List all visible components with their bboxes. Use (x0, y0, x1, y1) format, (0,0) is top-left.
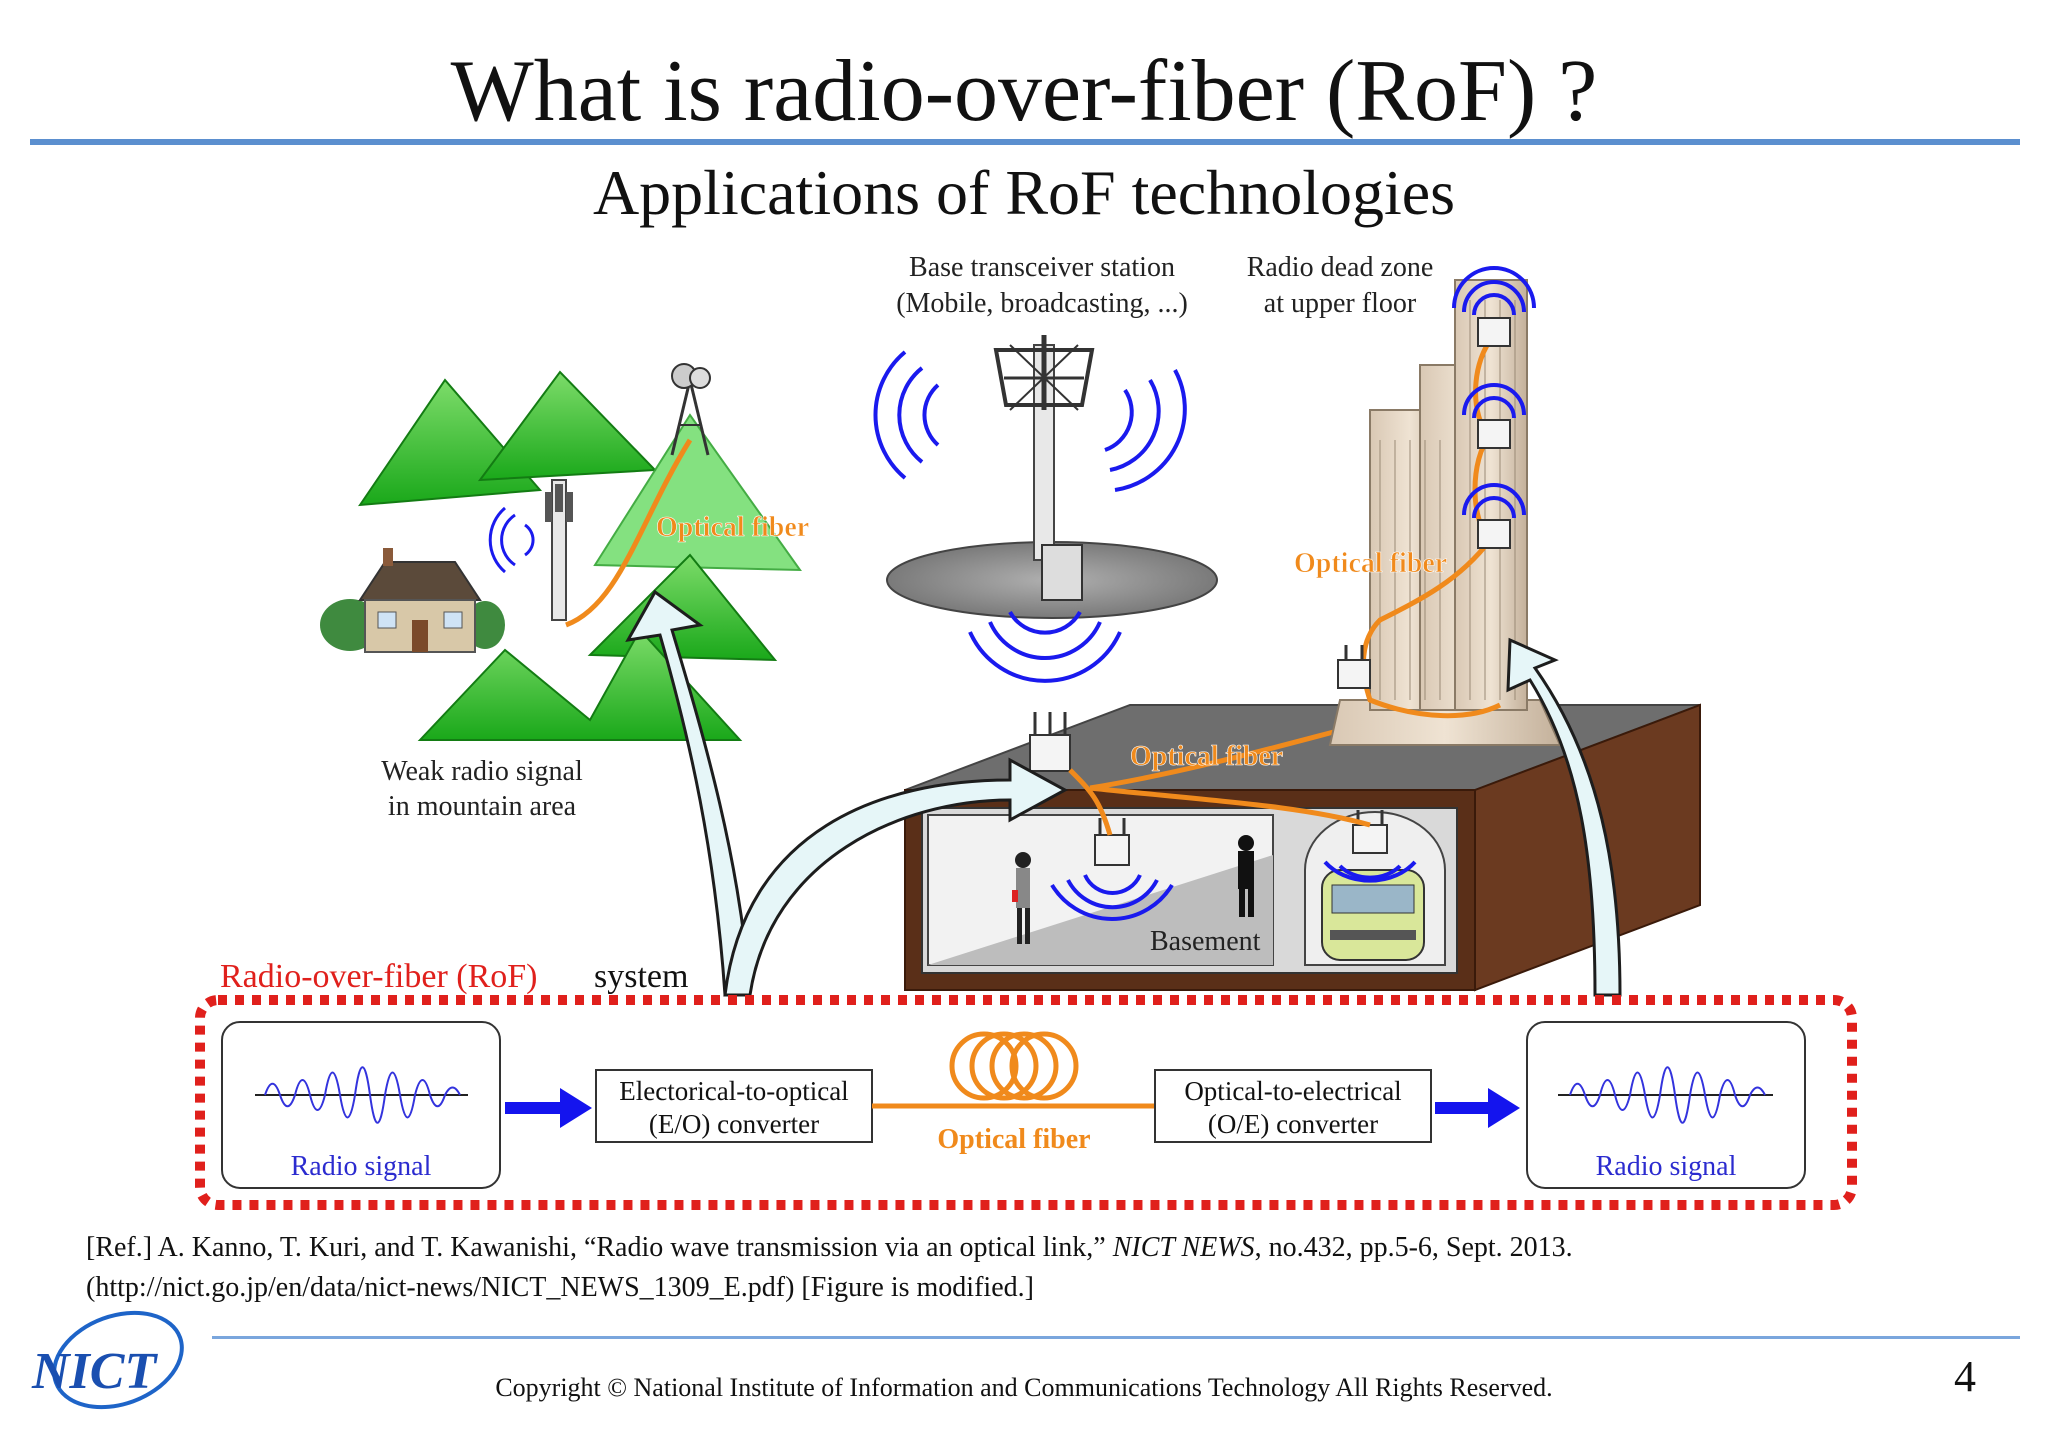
oe-converter-box (1154, 1069, 1432, 1143)
slide-subtitle: Applications of RoF technologies (592, 157, 1456, 228)
mountain-label-line1: Weak radio signal (381, 756, 583, 787)
signal-waves-icon (1452, 266, 1536, 519)
mountain-icon (477, 370, 658, 482)
rof-system: Radio-over-fiber (RoF) system Radio sign… (195, 958, 1857, 1210)
radio-signal-box-left (221, 1021, 501, 1189)
house-icon (320, 548, 505, 653)
fiber-coil-icon (949, 1031, 1079, 1101)
footer-divider (212, 1336, 2020, 1339)
title-divider (30, 139, 2020, 145)
base-transceiver-station: Base transceiver station (Mobile, broadc… (873, 252, 1218, 683)
mountain-label-line2: in mountain area (388, 791, 577, 822)
signal-waves-icon (873, 350, 1187, 683)
antenna-icon (1029, 712, 1071, 772)
bts-label-line2: (Mobile, broadcasting, ...) (896, 288, 1188, 319)
eo-label-line2: (E/O) converter (649, 1109, 819, 1139)
reference-url: (http://nict.go.jp/en/data/nict-news/NIC… (86, 1272, 1034, 1303)
optical-fiber-label-center: Optical fiber (937, 1124, 1090, 1155)
reference-prefix: [Ref.] A. Kanno, T. Kuri, and T. Kawanis… (86, 1232, 1113, 1263)
optical-fiber-label-mountain: Optical fiber (656, 512, 809, 543)
cell-tower-icon (545, 479, 573, 621)
waveform-icon (1558, 1066, 1773, 1124)
logo-text: NICT (31, 1343, 158, 1400)
reference-suffix: , no.432, pp.5-6, Sept. 2013. (1254, 1232, 1573, 1263)
bts-label-line1: Base transceiver station (909, 252, 1175, 283)
antenna-icon (1094, 818, 1130, 866)
dead-zone-label-line2: at upper floor (1264, 288, 1417, 319)
antenna-icon (1337, 317, 1511, 689)
optical-fiber-line (565, 438, 693, 628)
page-number: 4 (1954, 1352, 1976, 1401)
system-label-black: system (594, 958, 688, 995)
person-icon (1012, 852, 1031, 944)
copyright-notice: Copyright © National Institute of Inform… (495, 1373, 1553, 1402)
cell-tower-icon (993, 335, 1095, 601)
arrow-to-mountain (625, 589, 752, 997)
optical-fiber-label-ground: Optical fiber (1130, 741, 1283, 772)
radio-signal-box-right (1526, 1021, 1806, 1189)
arrow-to-building (1506, 637, 1622, 997)
dead-zone-label-line1: Radio dead zone (1247, 252, 1434, 283)
oe-label-line2: (O/E) converter (1208, 1109, 1378, 1139)
mountain-area: Optical fiber Weak radio signal in mount… (320, 363, 810, 822)
train-icon (1304, 811, 1446, 966)
arrow-to-basement (723, 757, 1069, 997)
blue-arrow-icon (1435, 1088, 1520, 1128)
signal-waves-icon (488, 506, 535, 574)
radio-signal-label-left: Radio signal (291, 1151, 432, 1182)
system-label-red: Radio-over-fiber (RoF) (220, 958, 538, 995)
antenna-icon (1352, 810, 1388, 854)
radio-signal-label-right: Radio signal (1596, 1151, 1737, 1182)
person-icon (1238, 835, 1254, 917)
blue-arrow-icon (505, 1088, 592, 1128)
ground-block: Basement (904, 703, 1701, 992)
mountain-icon (593, 413, 802, 572)
distribution-arrows (625, 589, 1622, 997)
reference-journal: NICT NEWS (1112, 1232, 1255, 1263)
basement-label: Basement (1150, 926, 1261, 957)
slide-title: What is radio-over-fiber (RoF) ? (450, 43, 1598, 140)
eo-label-line1: Electorical-to-optical (619, 1076, 848, 1106)
reference-text: [Ref.] A. Kanno, T. Kuri, and T. Kawanis… (86, 1228, 1986, 1308)
waveform-icon (255, 1066, 468, 1124)
oe-label-line1: Optical-to-electrical (1184, 1076, 1401, 1106)
cell-tower-icon (670, 363, 711, 456)
nict-logo: NICT (31, 1310, 184, 1410)
skyscraper: Radio dead zone at upper floor Optical f… (1247, 252, 1562, 746)
system-boundary (195, 995, 1857, 1210)
optical-fiber-label-building: Optical fiber (1294, 548, 1447, 579)
signal-waves-icon (1050, 860, 1417, 921)
